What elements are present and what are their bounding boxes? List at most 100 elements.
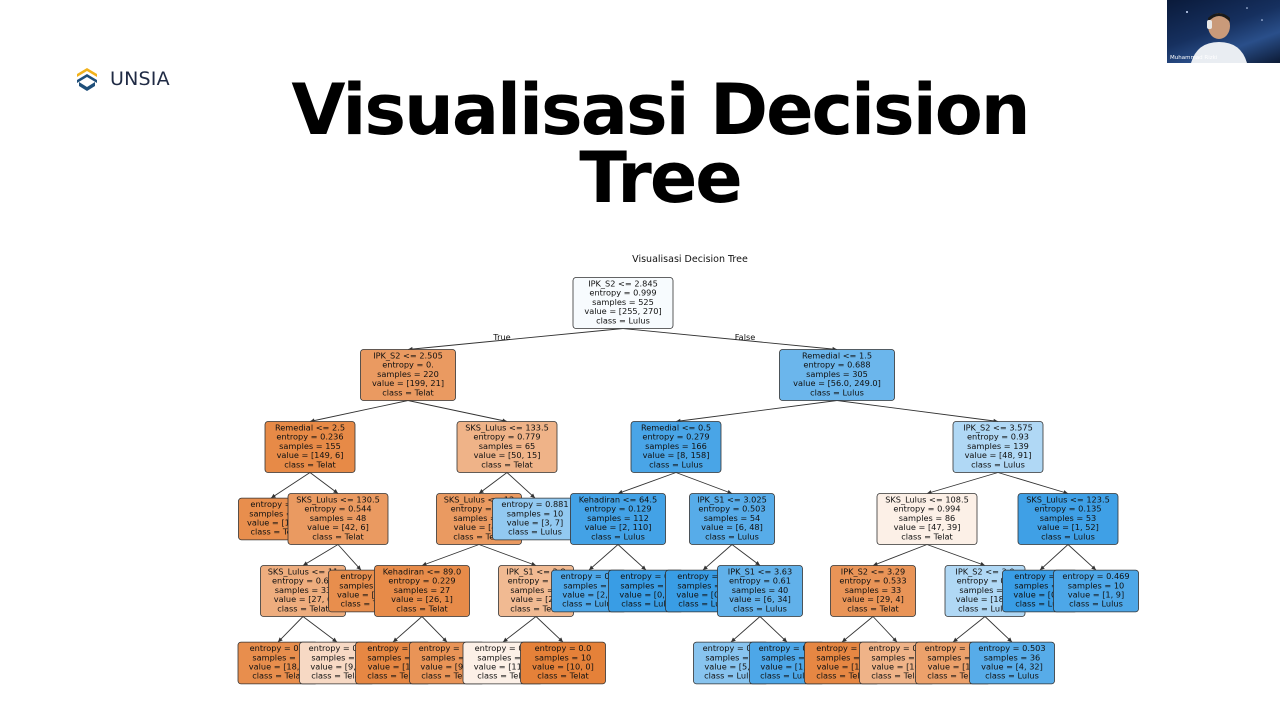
tree-node-text: value = [17, bbox=[368, 662, 419, 672]
tree-node-text: entropy = 0.8 bbox=[508, 576, 565, 586]
tree-node-text: entropy = 0.544 bbox=[304, 504, 371, 514]
tree-node-text: samples = 10 bbox=[507, 508, 564, 518]
tree-node-text: value = [4, 32] bbox=[981, 662, 1043, 672]
tree-node-text: entropy = 0. bbox=[620, 571, 672, 581]
tree-node-text: samples = 5 bbox=[959, 585, 1010, 595]
tree-node-text: class = Lulus bbox=[508, 527, 562, 537]
tree-node-text: value = [149, 6] bbox=[277, 450, 344, 460]
tree-node-text: samples = 2 bbox=[510, 585, 561, 595]
tree-node-text: entropy = 0. bbox=[367, 643, 419, 653]
tree-edge-arrowhead bbox=[303, 561, 308, 566]
tree-node-text: class = Telat bbox=[252, 671, 304, 681]
tree-node-box bbox=[689, 493, 775, 545]
tree-node-text: class = Telat bbox=[453, 531, 505, 541]
tree-node-text: samples = 155 bbox=[279, 441, 341, 451]
tree-node-text: class = Lulus bbox=[591, 531, 645, 541]
tree-node-text: samples = 86 bbox=[899, 513, 956, 523]
tree-node-text: SKS_Lulus <= 13 bbox=[444, 495, 515, 505]
tree-edge bbox=[506, 472, 536, 499]
tree-node-text: samples = 48 bbox=[310, 513, 367, 523]
tree-node-text: value = [0, 9 bbox=[619, 590, 672, 600]
tree-node-text: entropy = 0.4 bbox=[561, 571, 618, 581]
tree-node-text: samples = 40 bbox=[732, 585, 789, 595]
tree-node-text: entropy = 0.236 bbox=[276, 432, 343, 442]
tree-edge bbox=[952, 616, 986, 643]
tree-edge bbox=[421, 544, 480, 566]
tree-edge-arrowhead bbox=[873, 561, 878, 566]
tree-node-text: value = [1, 52] bbox=[1037, 522, 1099, 532]
logo-text: UNSIA bbox=[110, 68, 170, 90]
tree-node-text: class = Te bbox=[250, 527, 291, 537]
tree-node-text: entropy = 0. bbox=[382, 360, 434, 370]
tree-node-text: entropy = 0.999 bbox=[589, 288, 656, 298]
tree-edge bbox=[622, 328, 838, 350]
tree-edge-arrowhead bbox=[1007, 637, 1012, 643]
tree-node-text: samples = bbox=[249, 508, 293, 518]
tree-node-text: value = [26, 1] bbox=[391, 594, 453, 604]
tree-node-text: value = [1, 1 bbox=[760, 662, 813, 672]
tree-edge-arrowhead bbox=[618, 489, 623, 495]
tree-edge-arrowhead bbox=[842, 637, 847, 643]
tree-edge bbox=[1067, 544, 1097, 571]
tree-edge-arrowhead bbox=[332, 637, 337, 643]
tree-node-text: entropy = 0.688 bbox=[803, 360, 870, 370]
tree-node-text: entropy = 0.129 bbox=[584, 504, 651, 514]
tree-node-text: value = [14, bbox=[928, 662, 979, 672]
tree-node-text: class = Telat bbox=[477, 671, 529, 681]
tree-edge bbox=[407, 328, 624, 350]
tree-node-text: samples = 1 bbox=[871, 652, 922, 662]
tree-edge-arrowhead bbox=[530, 493, 535, 499]
tree-node-text: value = [3, 7] bbox=[507, 518, 563, 528]
tree-node-text: IPK_S2 <= 3.575 bbox=[963, 423, 1033, 433]
tree-node-text: samples = 525 bbox=[592, 297, 654, 307]
tree-node-text: entropy = 0.3 bbox=[759, 643, 816, 653]
tree-node-box bbox=[952, 421, 1044, 473]
tree-node-text: class = Telat bbox=[510, 603, 562, 613]
tree-node-text: samples = 1 bbox=[311, 652, 362, 662]
tree-node-text: value = [6, 34] bbox=[729, 594, 791, 604]
tree-edge bbox=[926, 472, 999, 494]
tree-node-text: value = [47, bbox=[454, 522, 505, 532]
tree-node-box bbox=[779, 349, 895, 401]
tree-edge-arrowhead bbox=[1091, 565, 1096, 571]
tree-edge bbox=[392, 616, 423, 643]
tree-node-text: value = [199, 21] bbox=[372, 378, 444, 388]
tree-node-text: SKS_Lulus <= 133.5 bbox=[465, 423, 549, 433]
tree-node-text: value = [29, 4] bbox=[842, 594, 904, 604]
tree-node-text: entropy = 0. bbox=[677, 571, 729, 581]
tree-node-text: entropy = bbox=[340, 571, 381, 581]
tree-node-text: samples = 166 bbox=[645, 441, 707, 451]
title-line-2: Tree bbox=[579, 137, 743, 219]
tree-edge-arrowhead bbox=[755, 561, 760, 566]
tree-node-box bbox=[630, 421, 722, 473]
tree-node-text: value = [8, 158] bbox=[643, 450, 710, 460]
tree-edge bbox=[302, 616, 338, 643]
tree-node-text: class = Lulus bbox=[985, 671, 1039, 681]
participant-video-tile[interactable]: Muhammad Rizki bbox=[1167, 0, 1280, 63]
tree-edge bbox=[841, 616, 874, 643]
tree-node-box bbox=[717, 565, 803, 617]
tree-node-box bbox=[1053, 569, 1139, 613]
tree-node-box bbox=[830, 565, 916, 617]
tree-node-text: value = [27, 6 bbox=[274, 594, 332, 604]
tree-edge bbox=[478, 544, 537, 566]
tree-node-box bbox=[520, 641, 606, 685]
tree-edge bbox=[407, 400, 508, 422]
tree-node-text: samples = 305 bbox=[806, 369, 868, 379]
tree-edge-arrowhead bbox=[271, 493, 276, 499]
tree-node-text: entropy = 0.503 bbox=[698, 504, 765, 514]
tree-node-text: class = Telat bbox=[481, 459, 533, 469]
tree-node-box bbox=[1017, 493, 1119, 545]
tree-node-text: class = Lulus bbox=[705, 531, 759, 541]
tree-edge-arrowhead bbox=[727, 489, 732, 494]
tree-node-text: samples = 65 bbox=[479, 441, 536, 451]
tree-node-text: class = Telat bbox=[847, 603, 899, 613]
tree-edge-arrowhead bbox=[558, 637, 563, 643]
tree-node-text: class = Lulu bbox=[678, 599, 727, 609]
